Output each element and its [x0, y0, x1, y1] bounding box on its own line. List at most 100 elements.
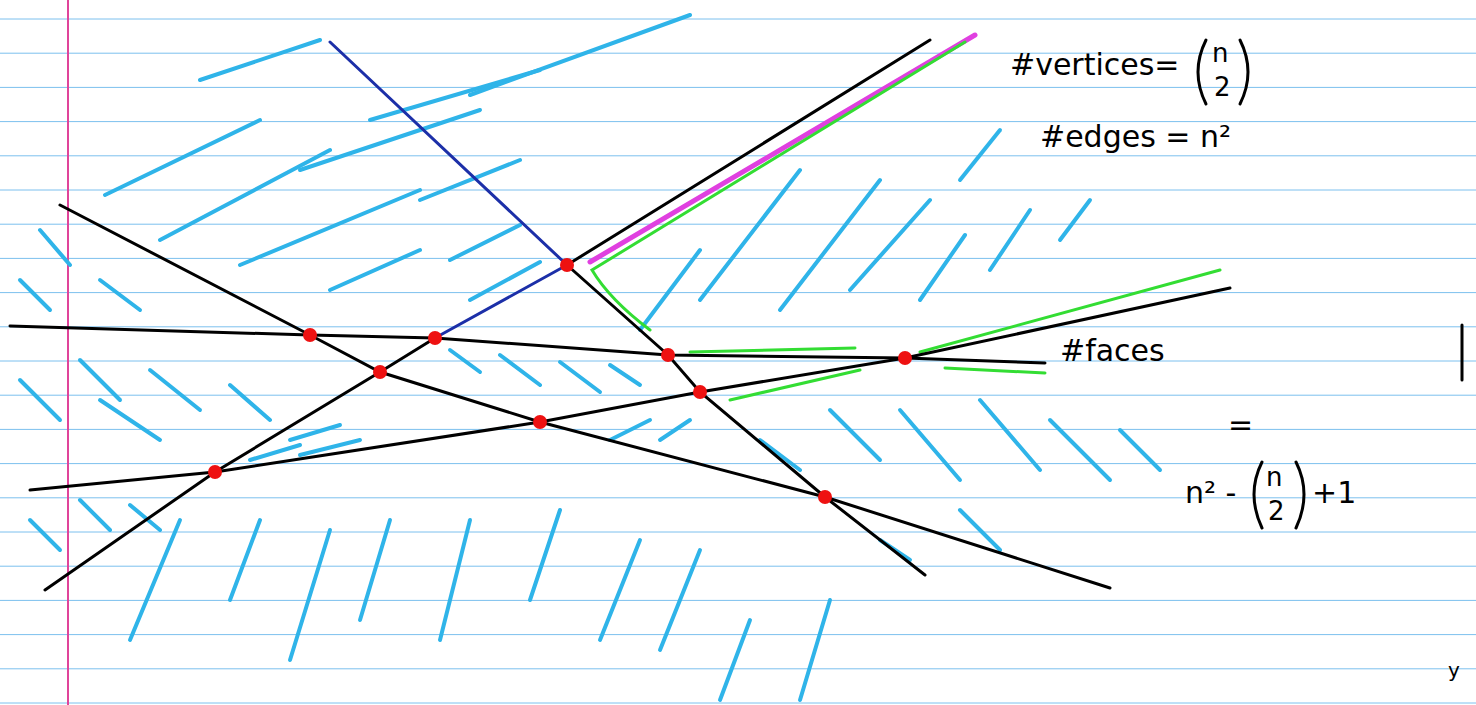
line: [45, 338, 435, 590]
hatch-stroke: [780, 180, 880, 310]
arrangement-lines: [10, 40, 1462, 590]
hatch-stroke: [440, 520, 470, 640]
hatch-stroke: [760, 440, 800, 470]
handwritten-note: =: [1228, 410, 1253, 440]
vertex-dot: [533, 415, 547, 429]
paren: [1254, 462, 1262, 528]
hatch-stroke: [850, 200, 930, 290]
handwritten-note: #faces: [1060, 336, 1165, 366]
hatch-stroke: [40, 230, 70, 265]
hatch-stroke: [640, 250, 700, 330]
ruled-line: [0, 224, 1476, 225]
hatch-stroke: [960, 130, 1000, 180]
hatch-stroke: [500, 355, 540, 385]
vertex-dot: [560, 258, 574, 272]
hatch-stroke: [230, 520, 260, 600]
highlight-strokes: [590, 35, 1220, 400]
hatch-stroke: [20, 380, 60, 420]
hatch-stroke: [1120, 430, 1160, 470]
hatch-stroke: [660, 420, 690, 440]
handwritten-note: n: [1212, 40, 1228, 66]
hatch-stroke: [600, 540, 640, 640]
hatch-stroke: [30, 520, 60, 550]
handwritten-note: n: [1266, 464, 1282, 490]
ruled-line: [0, 429, 1476, 430]
hatch-stroke: [200, 40, 320, 80]
line-highlighted: [330, 42, 567, 265]
ruled-line: [0, 361, 1476, 362]
hatch-stroke: [980, 400, 1040, 470]
hatch-stroke: [450, 350, 480, 372]
hatch-stroke: [100, 280, 140, 310]
margin-line: [67, 0, 69, 705]
ruled-line: [0, 258, 1476, 259]
line-highlighted: [435, 265, 567, 338]
green-ray: [690, 348, 855, 352]
vertex-dot: [898, 351, 912, 365]
line: [30, 288, 1230, 490]
hatch-stroke: [660, 550, 700, 650]
ruled-line: [0, 19, 1476, 20]
line: [10, 326, 1045, 363]
paren: [1198, 40, 1206, 104]
line: [567, 40, 930, 265]
pen-stroke: [1461, 325, 1464, 380]
hatch-stroke: [900, 410, 960, 480]
green-ray: [592, 42, 965, 330]
hatch-stroke: [80, 360, 120, 400]
vertex-dot: [373, 365, 387, 379]
ruled-line: [0, 87, 1476, 88]
hatch-stroke: [560, 362, 600, 392]
ruled-line: [0, 566, 1476, 567]
hatch-stroke: [1060, 200, 1090, 240]
hatch-stroke: [470, 15, 690, 95]
hatch-stroke: [100, 400, 160, 440]
hatch-stroke: [300, 440, 360, 455]
hatch-stroke: [20, 280, 50, 310]
vertex-dot: [303, 328, 317, 342]
line: [60, 205, 1110, 588]
ruled-line: [0, 326, 1476, 327]
handwritten-note: #edges = n²: [1040, 122, 1231, 152]
ruled-line: [0, 121, 1476, 122]
handwritten-note: 2: [1268, 498, 1285, 524]
hatch-stroke: [920, 235, 965, 300]
hatch-stroke: [130, 520, 180, 640]
ruled-line: [0, 155, 1476, 156]
hatch-stroke: [240, 190, 420, 265]
hatch-stroke: [800, 600, 830, 700]
hatch-stroke: [530, 510, 560, 600]
handwritten-note: n² -: [1185, 478, 1236, 508]
hatch-stroke: [360, 520, 390, 620]
hatch-stroke: [720, 620, 750, 700]
hatch-stroke: [610, 420, 650, 440]
hatch-stroke: [960, 510, 1000, 550]
hatch-stroke: [450, 225, 520, 260]
binomial-brackets: [1198, 40, 1304, 528]
vertex-dot: [693, 385, 707, 399]
hatch-stroke: [830, 410, 880, 460]
vertex-dot: [818, 490, 832, 504]
hatch-stroke: [150, 370, 200, 410]
face-hatching: [20, 15, 1160, 700]
ruled-line: [0, 395, 1476, 396]
ruled-line: [0, 703, 1476, 704]
vertices: [208, 258, 912, 504]
hatch-stroke: [470, 262, 540, 300]
hatch-stroke: [330, 250, 420, 290]
ruled-line: [0, 532, 1476, 533]
hatch-stroke: [80, 500, 110, 530]
ruled-line: [0, 634, 1476, 635]
handwritten-note: y: [1448, 660, 1460, 680]
hatch-stroke: [990, 210, 1030, 270]
hatch-stroke: [160, 150, 330, 240]
line: [567, 265, 925, 575]
hatch-stroke: [290, 530, 330, 660]
handwritten-note: #vertices=: [1010, 50, 1180, 80]
ruled-line: [0, 463, 1476, 464]
ruled-line: [0, 668, 1476, 669]
hatch-stroke: [420, 160, 520, 200]
ruled-line: [0, 600, 1476, 601]
